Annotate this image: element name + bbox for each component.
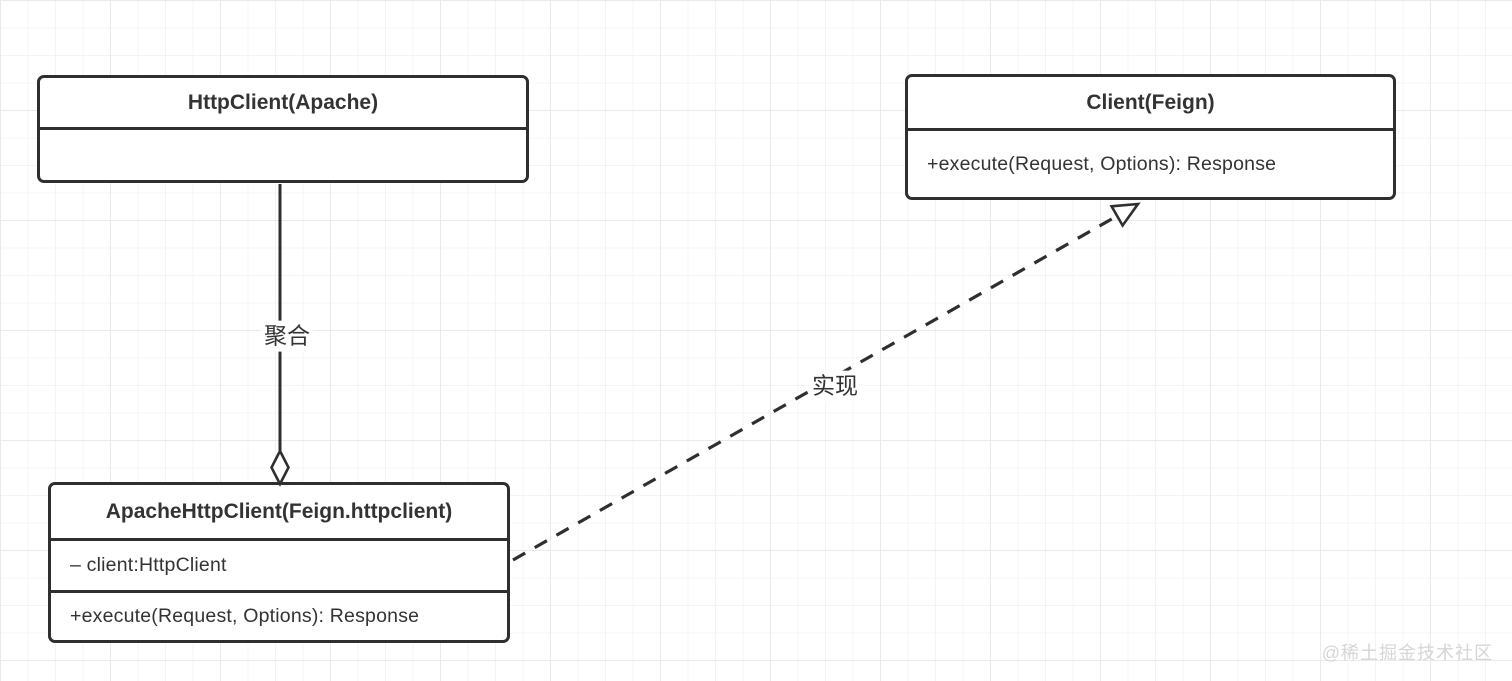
class-title: Client(Feign) [908, 77, 1393, 128]
class-title: HttpClient(Apache) [40, 78, 526, 127]
watermark: @稀土掘金技术社区 [1321, 643, 1493, 663]
class-method-row: +execute(Request, Options): Response [51, 590, 507, 640]
class-box-client-feign: Client(Feign) +execute(Request, Options)… [905, 74, 1396, 200]
class-box-apache-httpclient: ApacheHttpClient(Feign.httpclient) – cli… [48, 482, 510, 643]
class-members-empty [40, 127, 526, 180]
class-title: ApacheHttpClient(Feign.httpclient) [51, 485, 507, 538]
method-label: +execute(Request, Options): Response [70, 605, 420, 627]
method-label: +execute(Request, Options): Response [927, 152, 1277, 175]
realization-edge-label: 实现 [809, 370, 861, 402]
aggregation-edge-label: 聚合 [261, 320, 313, 352]
field-label: – client:HttpClient [70, 554, 227, 576]
class-field-row: – client:HttpClient [51, 538, 507, 590]
class-method-row: +execute(Request, Options): Response [908, 128, 1393, 197]
realization-arrow-icon [1109, 202, 1141, 228]
class-name-label: HttpClient(Apache) [187, 90, 379, 114]
class-name-label: Client(Feign) [1086, 90, 1215, 114]
class-name-label: ApacheHttpClient(Feign.httpclient) [105, 499, 453, 523]
aggregation-diamond-icon [270, 448, 290, 487]
class-box-httpclient-apache: HttpClient(Apache) [37, 75, 529, 183]
